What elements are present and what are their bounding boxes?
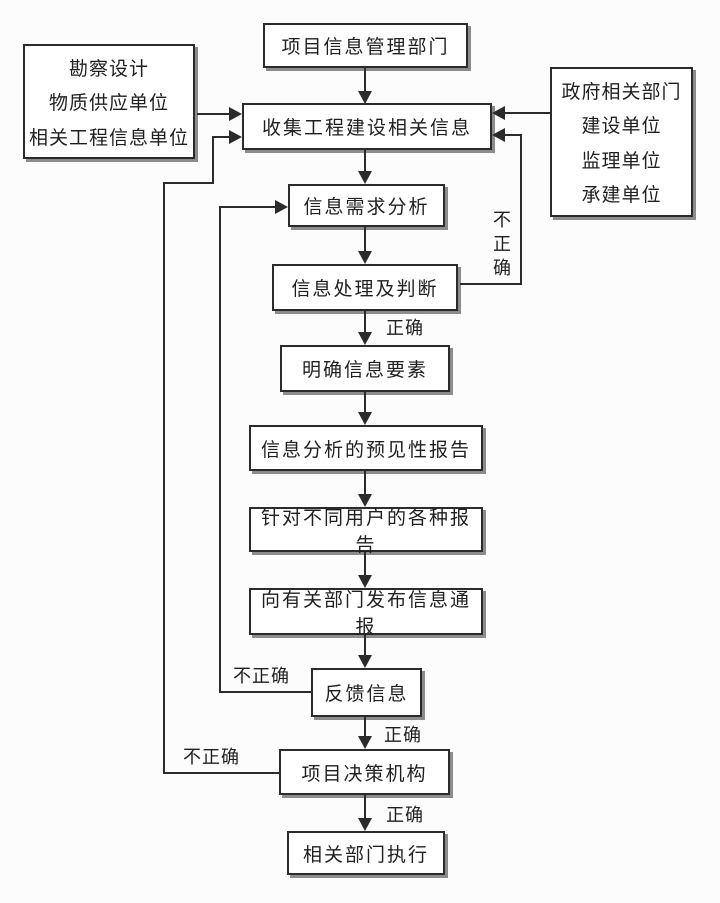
edge-rightsources-to-collect-line	[503, 112, 550, 114]
label-feedback-incorrect: 不正确	[233, 666, 290, 686]
node-user-reports: 针对不同用户的各种报告	[249, 507, 483, 556]
edge-decision-incorrect-jog-vertical	[212, 137, 214, 184]
left-source-line-3: 相关工程信息单位	[28, 127, 189, 149]
edge-clarify-to-foresight-arrowhead	[358, 412, 372, 425]
edge-feedback-incorrect-arrowhead	[275, 200, 288, 214]
edge-process-to-clarify-arrowhead	[358, 332, 372, 345]
edge-dept-to-collect-line	[364, 68, 366, 92]
edge-collect-to-demand-line	[364, 150, 366, 173]
node-project-info-dept: 项目信息管理部门	[263, 23, 468, 68]
label-feedback-correct: 正确	[384, 725, 422, 745]
edge-leftsources-to-collect-line	[197, 113, 232, 115]
edge-foresight-to-reports-line	[364, 471, 366, 496]
edge-feedback-incorrect-into-demand-line	[219, 206, 277, 208]
edge-clarify-to-foresight-line	[364, 392, 366, 414]
edge-feedback-incorrect-vertical	[219, 207, 221, 693]
edge-foresight-to-reports-arrowhead	[358, 494, 372, 507]
edge-decision-incorrect-vertical	[163, 183, 165, 774]
edge-feedback-to-decision-line	[364, 717, 366, 738]
label-decision-correct: 正确	[386, 805, 424, 825]
edge-feedback-to-decision-arrowhead	[358, 736, 372, 749]
edge-leftsources-to-collect-arrowhead	[229, 107, 242, 121]
edge-dept-to-collect-arrowhead	[358, 91, 372, 104]
edge-decision-incorrect-jog-horizontal	[163, 182, 214, 184]
edge-process-incorrect-vertical	[520, 135, 522, 285]
right-source-line-3: 监理单位	[581, 150, 662, 172]
label-decision-incorrect: 不正确	[183, 747, 240, 767]
label-process-correct: 正确	[386, 318, 424, 338]
right-source-line-1: 政府相关部门	[561, 81, 682, 103]
node-decision-body: 项目决策机构	[279, 749, 450, 795]
edge-process-to-clarify-line	[364, 311, 366, 334]
right-source-line-2: 建设单位	[581, 116, 662, 138]
node-feedback: 反馈信息	[311, 668, 422, 717]
edge-process-incorrect-into-collect-line	[503, 134, 522, 136]
node-demand-analysis: 信息需求分析	[288, 184, 445, 227]
right-source-line-4: 承建单位	[581, 185, 662, 207]
edge-publish-to-feedback-line	[364, 635, 366, 657]
node-left-sources: 勘察设计 物质供应单位 相关工程信息单位	[23, 44, 195, 159]
edge-process-incorrect-arrowhead	[492, 128, 505, 142]
edge-reports-to-publish-arrowhead	[358, 575, 372, 588]
edge-demand-to-process-arrowhead	[358, 251, 372, 264]
edge-decision-incorrect-into-collect-line	[212, 136, 231, 138]
edge-decision-incorrect-horizontal	[163, 772, 279, 774]
edge-publish-to-feedback-arrowhead	[358, 655, 372, 668]
node-foresight-report: 信息分析的预见性报告	[249, 425, 483, 471]
edge-demand-to-process-line	[364, 227, 366, 253]
left-source-line-2: 物质供应单位	[48, 93, 169, 114]
edge-decision-to-execute-line	[364, 795, 366, 820]
label-process-incorrect: 不正确	[491, 210, 511, 282]
left-source-line-1: 勘察设计	[68, 58, 149, 80]
edge-decision-incorrect-arrowhead	[229, 130, 242, 144]
edge-rightsources-to-collect-arrowhead	[492, 106, 505, 120]
node-publish-notice: 向有关部门发布信息通报	[249, 588, 483, 638]
edge-process-incorrect-horizontal	[460, 283, 522, 285]
node-process-judge: 信息处理及判断	[272, 264, 458, 311]
edge-collect-to-demand-arrowhead	[358, 171, 372, 184]
node-right-sources: 政府相关部门 建设单位 监理单位 承建单位	[550, 67, 693, 217]
edge-reports-to-publish-line	[364, 552, 366, 577]
edge-decision-to-execute-arrowhead	[358, 818, 372, 831]
node-execute: 相关部门执行	[287, 831, 445, 875]
node-clarify-elements: 明确信息要素	[280, 345, 450, 392]
node-collect-info: 收集工程建设相关信息	[242, 103, 492, 150]
edge-feedback-incorrect-horizontal	[219, 691, 311, 693]
